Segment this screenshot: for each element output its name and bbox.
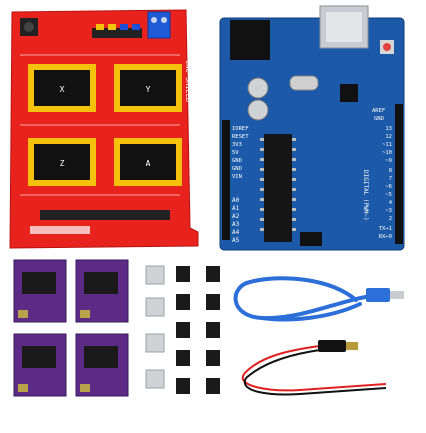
digital-header-icon	[395, 104, 403, 244]
stepper-drivers	[13, 259, 129, 397]
power-terminal-icon	[147, 11, 171, 39]
heatsinks	[145, 265, 165, 389]
jumper-cap-icon	[176, 378, 190, 394]
stepper-driver-module	[75, 259, 129, 323]
arduino-uno-board: IOREF RESET 3V3 5V GND GND VIN A0 A1 A2 …	[219, 5, 405, 251]
digital-pin-label: ~6	[385, 184, 392, 190]
digital-pin-label: 4	[389, 200, 393, 206]
driver-label-y: Y	[146, 85, 151, 94]
capacitor-icon	[247, 99, 269, 121]
digital-pin-label: ~5	[385, 192, 392, 198]
digital-pin-label: ~10	[382, 150, 392, 156]
usb-chip-icon	[340, 84, 358, 102]
driver-label-x: X	[60, 85, 65, 94]
jumper-cap-icon	[206, 350, 220, 366]
jumper-cap-icon	[176, 322, 190, 338]
digital-pin-label: 2	[389, 216, 392, 222]
analog-label: A0	[232, 197, 240, 204]
driver-label-z: Z	[60, 159, 65, 168]
icsp-header-icon	[300, 232, 322, 246]
power-label: 5V	[232, 150, 239, 156]
driver-socket-y: Y	[114, 64, 182, 112]
atmega-chip-icon	[264, 134, 292, 242]
analog-label: A4	[232, 229, 240, 236]
power-label: IOREF	[232, 126, 249, 132]
jumper-caps	[176, 266, 220, 394]
digital-pin-label: 7	[389, 176, 392, 182]
digital-pin-label: ~3	[385, 208, 392, 214]
stepper-driver-module	[13, 259, 67, 323]
capacitor-icon	[247, 77, 269, 99]
power-label: GND	[232, 166, 242, 172]
power-label: 3V3	[232, 142, 242, 148]
jumper-cap-icon	[176, 294, 190, 310]
driver-label-a: A	[146, 159, 151, 168]
digital-pin-label: TX→1	[379, 226, 392, 232]
analog-label: A5	[232, 237, 240, 244]
aref-label: GND	[374, 116, 384, 122]
analog-label: A1	[232, 205, 240, 212]
digital-pin-label: RX←0	[379, 234, 392, 240]
usb-plug-icon	[366, 288, 390, 302]
bottom-pin-header	[30, 210, 170, 234]
digital-pin-label: ~9	[385, 158, 392, 164]
jumper-cap-icon	[176, 266, 190, 282]
stepper-driver-module	[75, 333, 129, 397]
analog-label: A3	[232, 221, 240, 228]
driver-socket-z: Z	[28, 138, 96, 186]
heatsink-icon	[145, 369, 165, 389]
heatsink-icon	[145, 333, 165, 353]
dc-jack-icon	[230, 20, 270, 60]
dc-plug-icon	[318, 340, 346, 352]
power-label: GND	[232, 158, 242, 164]
digital-pin-label: 8	[389, 168, 392, 174]
power-header-icon	[222, 120, 230, 240]
analog-label: A2	[232, 213, 240, 220]
top-pin-header	[92, 24, 142, 38]
jumper-cap-icon	[206, 378, 220, 394]
digital-pin-label: 12	[385, 134, 392, 140]
stepper-driver-module	[13, 333, 67, 397]
jumper-cap-icon	[206, 266, 220, 282]
power-label: VIN	[232, 174, 242, 180]
digital-pwm-label: DIGITAL (PWM~)	[362, 170, 369, 221]
heatsink-icon	[145, 265, 165, 285]
digital-pin-label: ~11	[382, 142, 392, 148]
driver-socket-a: A	[114, 138, 182, 186]
heatsink-icon	[145, 297, 165, 317]
jumper-cap-icon	[176, 350, 190, 366]
aref-label: AREF	[372, 108, 385, 114]
crystal-icon	[289, 75, 319, 91]
dc-power-cable	[241, 340, 387, 396]
usb-cable	[233, 276, 374, 322]
usb-a-connector-icon	[390, 291, 404, 299]
cnc-shield-board: X Y Z A CNC SHIELD	[9, 9, 199, 249]
power-label: RESET	[232, 134, 249, 140]
digital-pin-label: 13	[385, 126, 392, 132]
driver-socket-x: X	[28, 64, 96, 112]
jumper-cap-icon	[206, 294, 220, 310]
jumper-cap-icon	[206, 322, 220, 338]
cnc-shield-label: CNC SHIELD	[184, 60, 192, 102]
